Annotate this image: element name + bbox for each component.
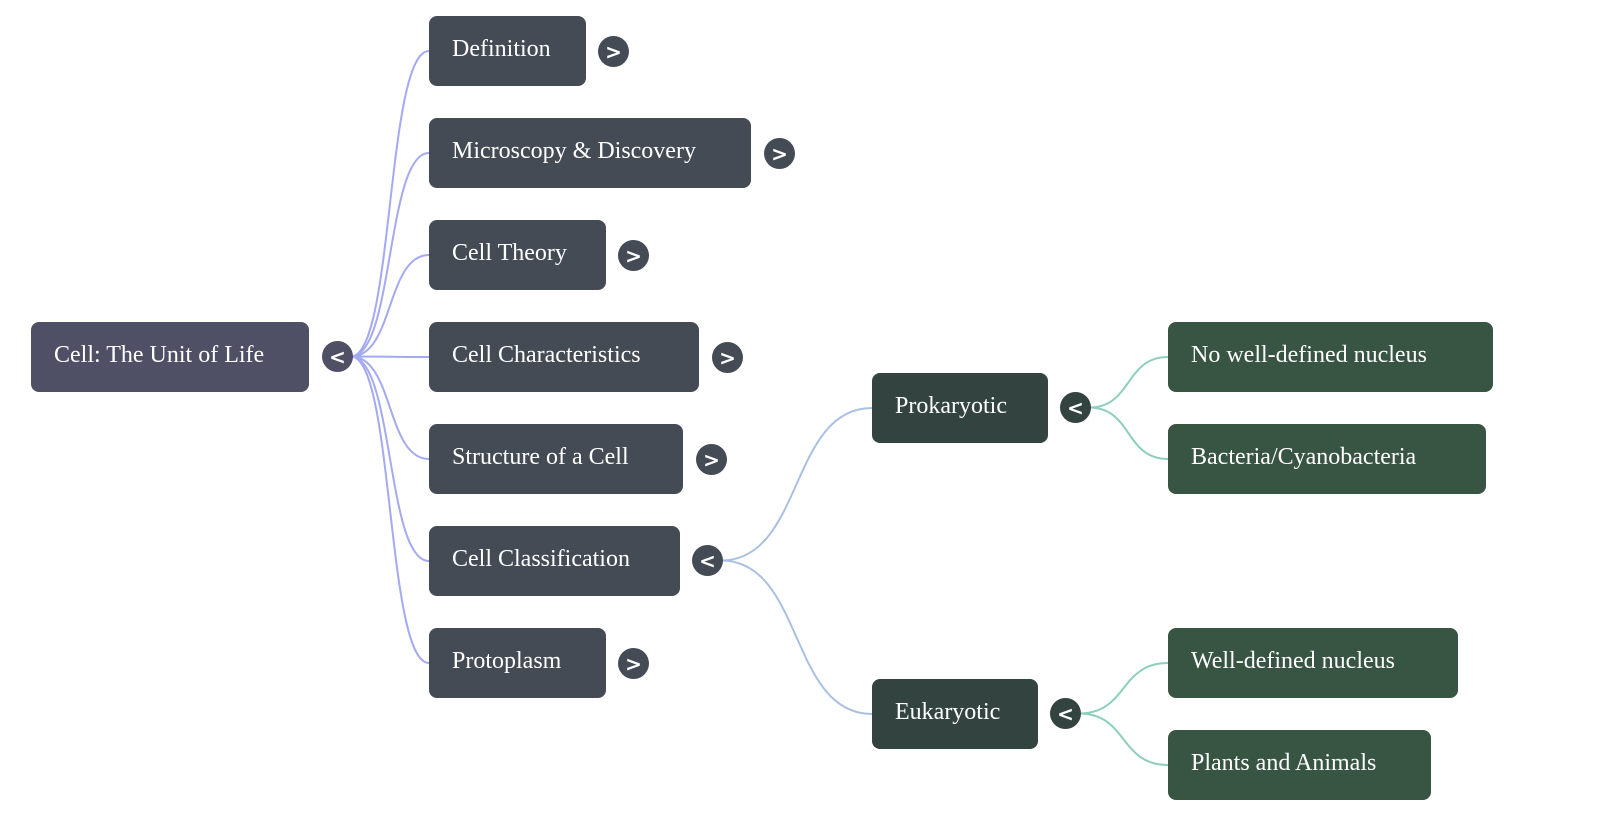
chevron-right-icon: >: [719, 345, 736, 370]
node-microscopy-discovery[interactable]: Microscopy & Discovery: [429, 118, 751, 188]
node-label: Prokaryotic: [895, 393, 1007, 419]
node-structure-of-a-cell[interactable]: Structure of a Cell: [429, 424, 683, 494]
node-label: Structure of a Cell: [452, 444, 629, 470]
node-label: Microscopy & Discovery: [452, 138, 696, 164]
node-label: No well-defined nucleus: [1191, 342, 1427, 368]
node-cell-classification[interactable]: Cell Classification: [429, 526, 680, 596]
node-prokaryotic[interactable]: Prokaryotic: [872, 373, 1048, 443]
node-bacteria-cyanobacteria[interactable]: Bacteria/Cyanobacteria: [1168, 424, 1486, 494]
edge-root-structure: [350, 355, 430, 460]
node-label: Bacteria/Cyanobacteria: [1191, 444, 1417, 470]
chevron-right-icon: >: [625, 651, 642, 676]
node-label: Eukaryotic: [895, 699, 1001, 725]
chevron-right-icon: >: [625, 243, 642, 268]
edge-root-cell-theory: [350, 254, 430, 358]
node-eukaryotic[interactable]: Eukaryotic: [872, 679, 1038, 749]
collapse-toggle-prokaryotic[interactable]: <: [1060, 392, 1091, 423]
node-no-well-defined-nucleus[interactable]: No well-defined nucleus: [1168, 322, 1493, 392]
collapse-toggle-root[interactable]: <: [322, 341, 353, 372]
edge-classification-eukaryotic: [720, 559, 873, 715]
chevron-right-icon: >: [605, 39, 622, 64]
node-label: Cell Classification: [452, 546, 630, 572]
node-protoplasm[interactable]: Protoplasm: [429, 628, 606, 698]
node-label: Cell Theory: [452, 240, 567, 266]
node-label: Protoplasm: [452, 648, 562, 674]
node-label: Cell Characteristics: [452, 342, 641, 368]
chevron-left-icon: <: [699, 548, 716, 573]
node-label: Well-defined nucleus: [1191, 648, 1395, 674]
edge-eukaryotic-plants-animals: [1078, 712, 1169, 766]
node-well-defined-nucleus[interactable]: Well-defined nucleus: [1168, 628, 1458, 698]
edge-prokaryotic-bacteria: [1088, 406, 1169, 460]
node-cell-characteristics[interactable]: Cell Characteristics: [429, 322, 699, 392]
root-node[interactable]: Cell: The Unit of Life: [31, 322, 309, 392]
expand-toggle-microscopy-discovery[interactable]: >: [764, 138, 795, 169]
expand-toggle-structure-of-a-cell[interactable]: >: [696, 444, 727, 475]
expand-toggle-cell-characteristics[interactable]: >: [712, 342, 743, 373]
expand-toggle-cell-theory[interactable]: >: [618, 240, 649, 271]
node-definition[interactable]: Definition: [429, 16, 586, 86]
root-node-label: Cell: The Unit of Life: [54, 342, 265, 368]
edge-eukaryotic-nucleus: [1078, 662, 1169, 715]
expand-toggle-protoplasm[interactable]: >: [618, 648, 649, 679]
collapse-toggle-cell-classification[interactable]: <: [692, 545, 723, 576]
edge-root-cell-characteristics: [350, 355, 430, 358]
collapse-toggle-eukaryotic[interactable]: <: [1050, 698, 1081, 729]
edge-root-definition: [350, 50, 430, 358]
expand-toggle-definition[interactable]: >: [598, 36, 629, 67]
chevron-left-icon: <: [329, 344, 346, 369]
chevron-right-icon: >: [771, 141, 788, 166]
node-plants-and-animals[interactable]: Plants and Animals: [1168, 730, 1431, 800]
edge-root-classification: [350, 355, 430, 562]
chevron-left-icon: <: [1057, 701, 1074, 726]
edge-classification-prokaryotic: [720, 407, 873, 562]
edge-prokaryotic-no-nucleus: [1088, 356, 1169, 409]
node-cell-theory[interactable]: Cell Theory: [429, 220, 606, 290]
node-label: Definition: [452, 36, 551, 62]
chevron-right-icon: >: [703, 447, 720, 472]
edge-root-microscopy: [350, 152, 430, 358]
node-label: Plants and Animals: [1191, 750, 1377, 776]
chevron-left-icon: <: [1067, 395, 1084, 420]
edge-root-protoplasm: [350, 355, 430, 664]
